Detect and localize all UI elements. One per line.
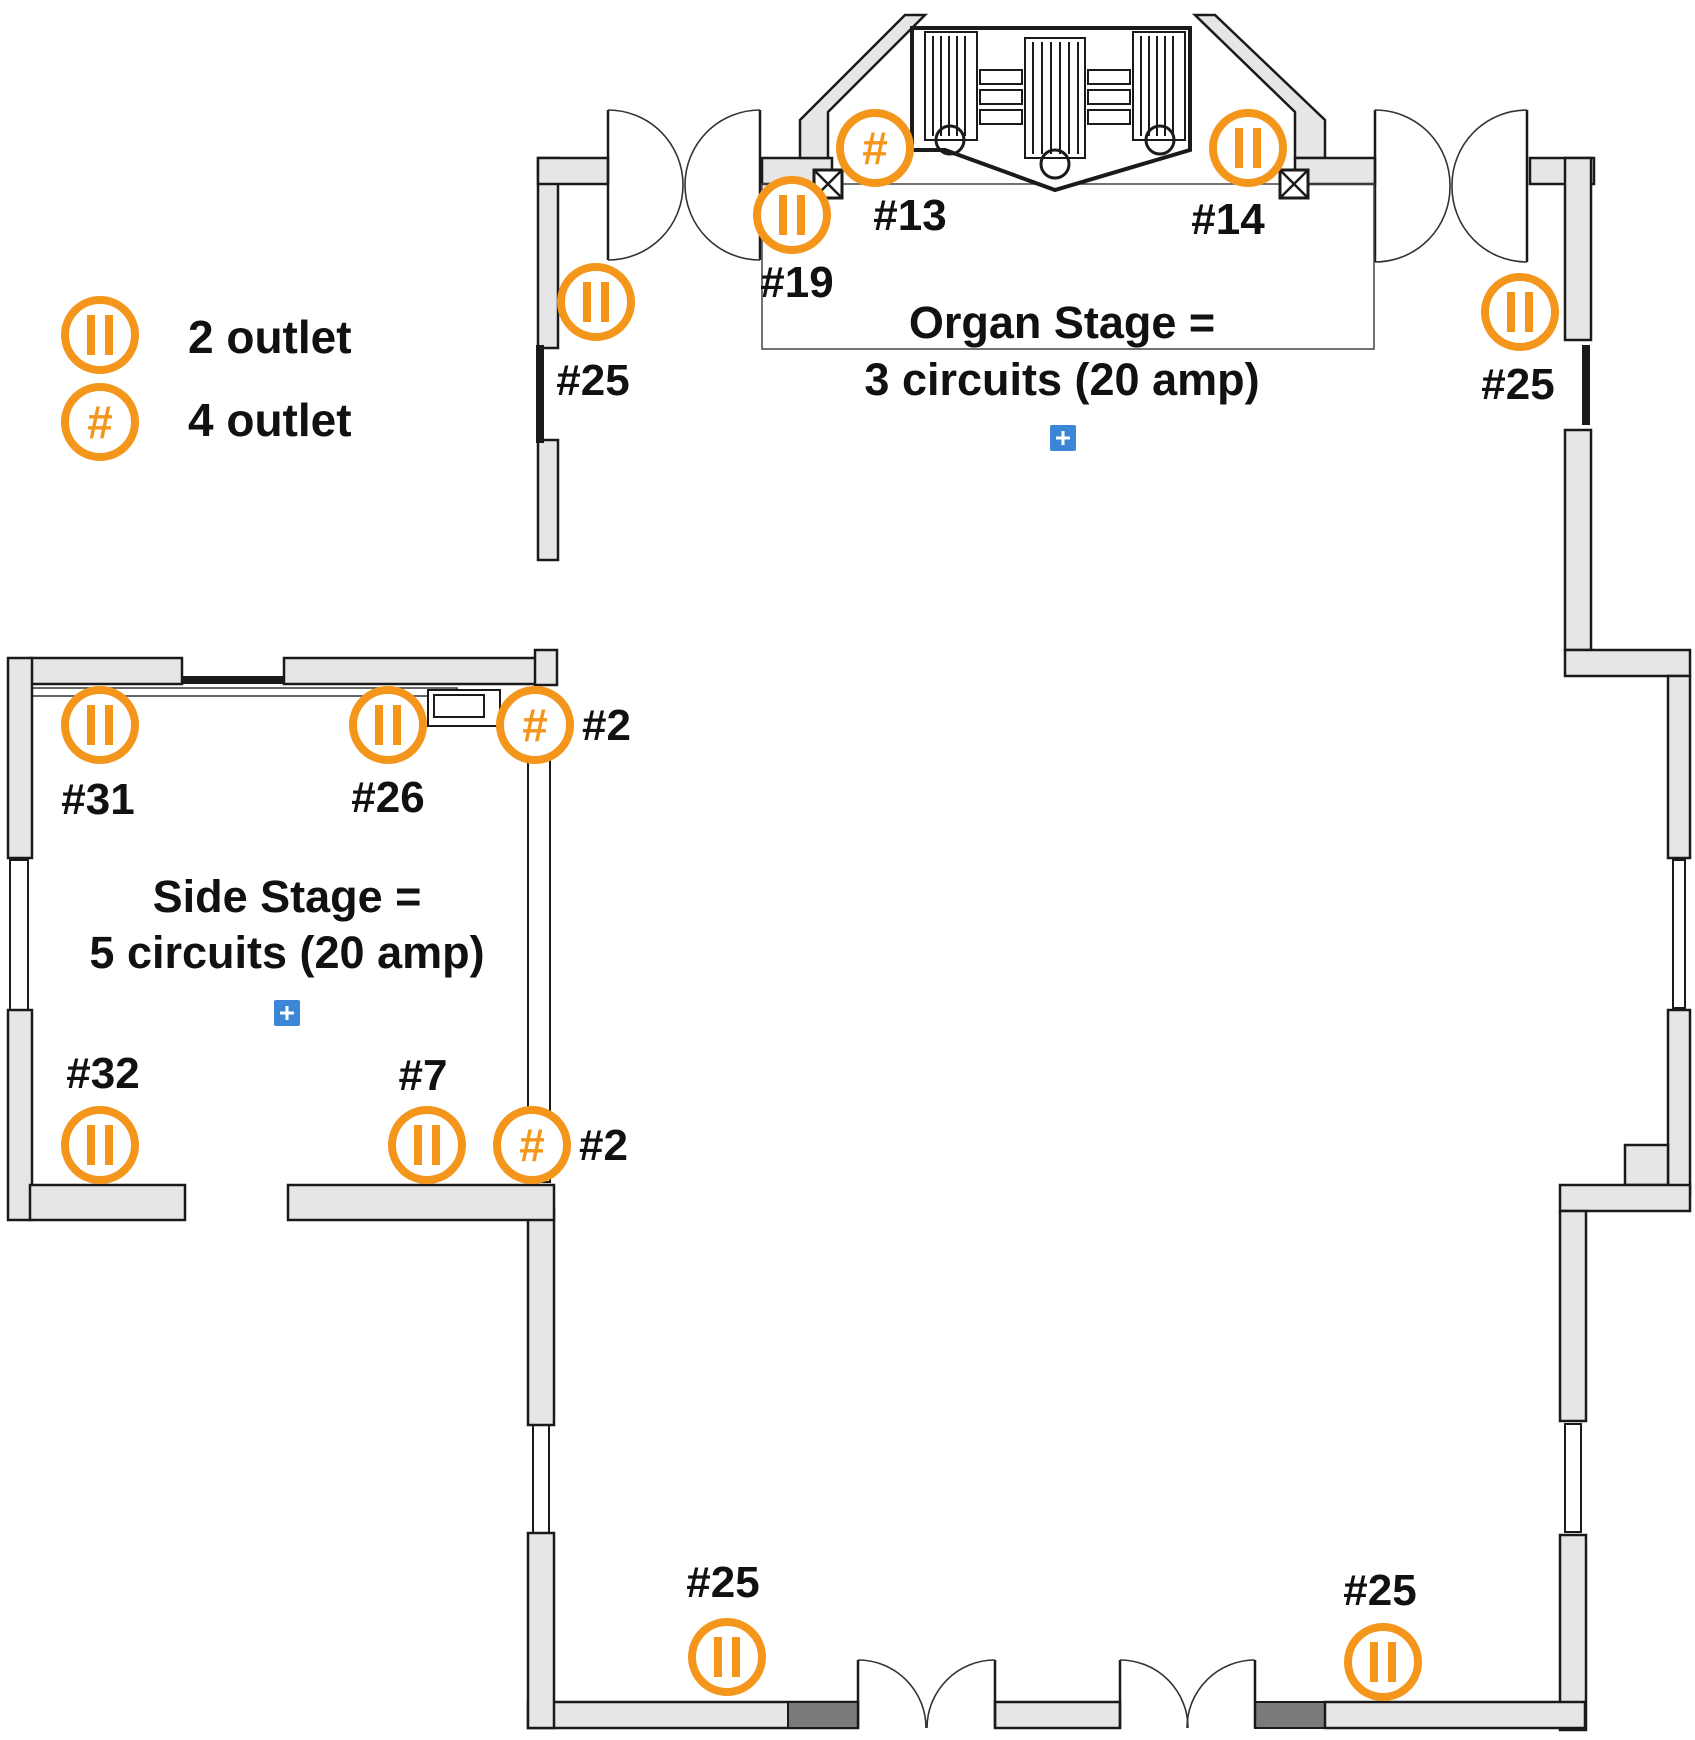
outlet-label-25-top-left: #25 [556, 356, 629, 405]
doors [606, 109, 1529, 1729]
four-outlet-icon[interactable] [497, 1110, 567, 1180]
outlet-label-25-top-right: #25 [1481, 360, 1554, 409]
outlet-label-25-bottom-left: #25 [686, 1558, 759, 1607]
outlet-label-13: #13 [873, 191, 946, 240]
four-outlet-icon [65, 387, 135, 457]
outlet-label-25-bottom-right: #25 [1343, 1566, 1416, 1615]
organ-pipes-left [924, 31, 978, 156]
side-stage-walls [6, 648, 559, 1222]
organ-keyboards [979, 69, 1131, 125]
four-outlet-icon[interactable] [840, 113, 910, 183]
side-stage-circuits: 5 circuits (20 amp) [89, 927, 484, 978]
outlet-label-19: #19 [760, 258, 833, 307]
outlet-label-2-bottom: #2 [579, 1121, 628, 1170]
organ-pipes-center [1024, 37, 1086, 180]
walls [526, 13, 1692, 1732]
two-outlet-icon[interactable] [692, 1622, 762, 1692]
two-outlet-icon[interactable] [392, 1110, 462, 1180]
two-outlet-icon[interactable] [561, 267, 631, 337]
legend-two-outlet-label: 2 outlet [188, 311, 352, 363]
outlet-label-31: #31 [61, 775, 134, 824]
outlet-label-26: #26 [351, 773, 424, 822]
two-outlet-icon[interactable] [1348, 1627, 1418, 1697]
outlet-label-7: #7 [399, 1051, 448, 1100]
outlet-label-32: #32 [66, 1049, 139, 1098]
plus-square-icon[interactable] [1050, 425, 1076, 451]
organ-stage [761, 26, 1375, 350]
plus-square-icon[interactable] [274, 1000, 300, 1026]
two-outlet-icon[interactable] [1213, 113, 1283, 183]
four-outlet-icon[interactable] [500, 690, 570, 760]
legend-four-outlet-label: 4 outlet [188, 394, 352, 446]
organ-stage-title: Organ Stage = [909, 297, 1215, 348]
junction-box-right [1278, 168, 1310, 200]
side-stage-title: Side Stage = [153, 871, 422, 922]
two-outlet-icon[interactable] [1485, 277, 1555, 347]
two-outlet-icon[interactable] [757, 180, 827, 250]
two-outlet-icon[interactable] [353, 690, 423, 760]
outlet-label-14: #14 [1191, 195, 1265, 244]
two-outlet-icon[interactable] [65, 690, 135, 760]
outlets: #13 #14 #19 #25 #25 #2 #31 #26 #32 #7 #2… [61, 113, 1555, 1697]
organ-pipes-right [1132, 31, 1186, 156]
two-outlet-icon[interactable] [65, 1110, 135, 1180]
legend: 2 outlet 4 outlet [65, 300, 352, 457]
outlet-label-2-top: #2 [582, 701, 631, 750]
organ-stage-circuits: 3 circuits (20 amp) [864, 354, 1259, 405]
two-outlet-icon [65, 300, 135, 370]
